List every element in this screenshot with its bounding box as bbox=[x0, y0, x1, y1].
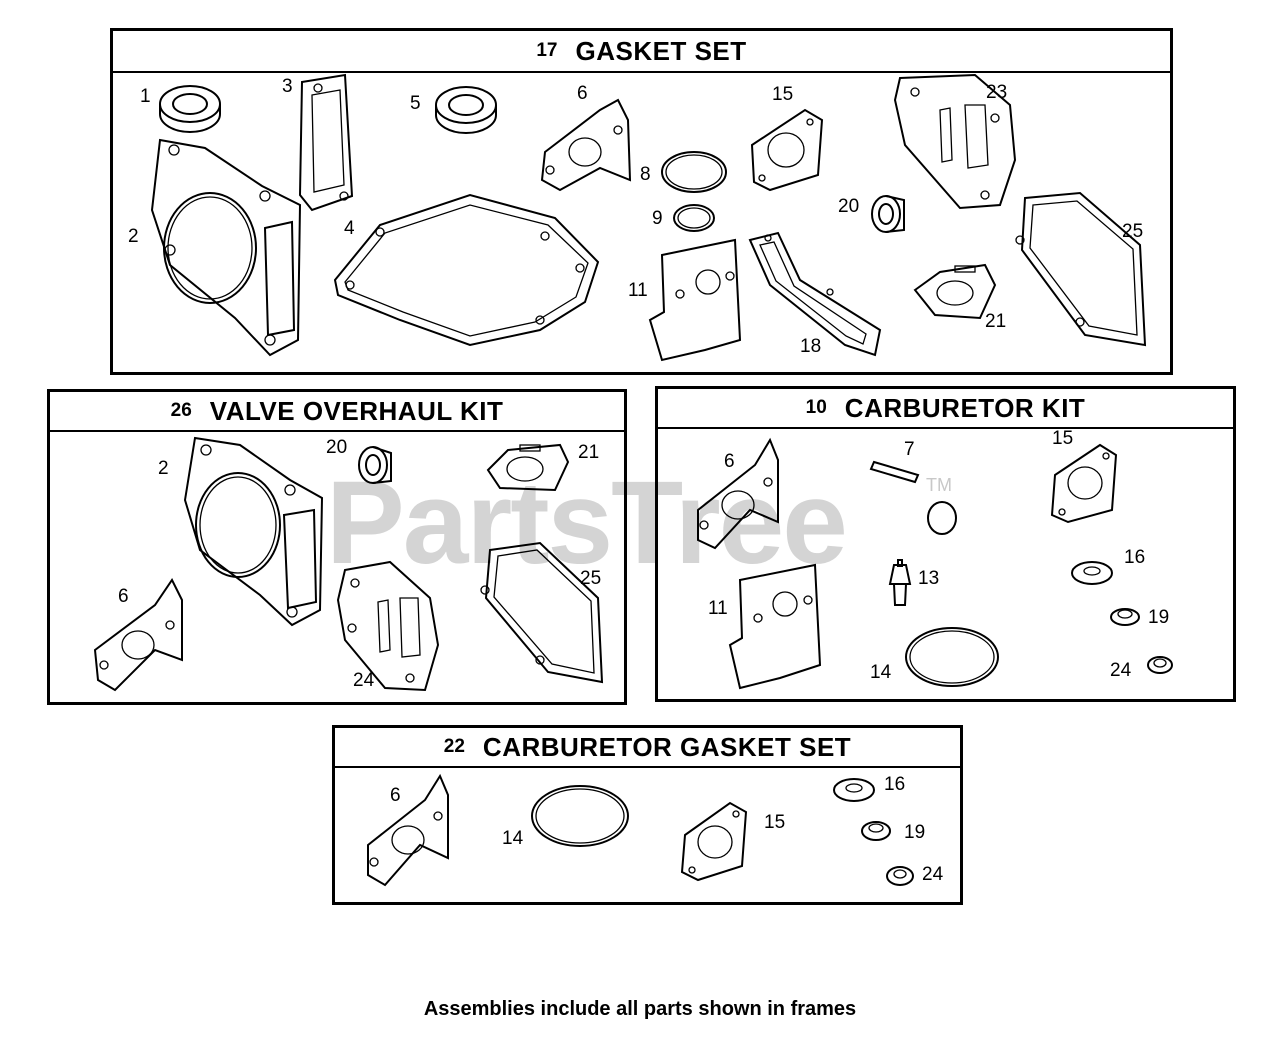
part-24-washer-drawing bbox=[1147, 656, 1173, 674]
watermark: PartsTree bbox=[326, 457, 848, 589]
callout-2: 2 bbox=[128, 226, 139, 247]
part-24-washer-drawing bbox=[886, 866, 914, 886]
callout-4: 4 bbox=[344, 218, 355, 239]
part-6-intake-gasket-drawing bbox=[367, 773, 449, 887]
kit-title: VALVE OVERHAUL KIT bbox=[209, 395, 504, 426]
callout-8: 8 bbox=[640, 164, 651, 185]
part-21-spacer-gasket-drawing bbox=[486, 443, 570, 492]
trademark-mark: TM bbox=[926, 475, 952, 495]
callout-13: 13 bbox=[918, 568, 939, 589]
callout-1: 1 bbox=[140, 86, 151, 107]
part-19-washer-drawing bbox=[861, 821, 891, 841]
callout-24: 24 bbox=[922, 864, 944, 885]
kit-header: 10 CARBURETOR KIT bbox=[658, 389, 1233, 429]
kit-number: 17 bbox=[536, 40, 558, 61]
callout-18: 18 bbox=[800, 336, 821, 357]
callout-24: 24 bbox=[353, 670, 375, 691]
callout-25: 25 bbox=[580, 568, 601, 589]
callout-15: 15 bbox=[764, 812, 785, 833]
kit-title: CARBURETOR KIT bbox=[844, 392, 1086, 423]
part-14-float-bowl-o-ring-drawing bbox=[905, 627, 999, 687]
callout-14: 14 bbox=[502, 828, 524, 849]
callout-20: 20 bbox=[838, 196, 859, 217]
callout-9: 9 bbox=[652, 208, 663, 229]
part-23-breather-cover-gasket-drawing bbox=[893, 73, 1017, 210]
kit-header: 26 VALVE OVERHAUL KIT bbox=[50, 392, 624, 432]
part-14-float-bowl-o-ring-drawing bbox=[531, 785, 629, 847]
part-2-head-gasket-drawing bbox=[150, 138, 302, 357]
part-7-float-pin-drawing bbox=[869, 460, 920, 484]
part-16-washer-drawing bbox=[1071, 561, 1113, 585]
part-6-intake-gasket-drawing bbox=[697, 437, 779, 550]
callout-11: 11 bbox=[708, 598, 728, 619]
part-6-intake-gasket-drawing bbox=[540, 98, 632, 192]
part-11-insulator-drawing bbox=[728, 563, 822, 690]
kit-header: 22 CARBURETOR GASKET SET bbox=[335, 728, 960, 768]
callout-3: 3 bbox=[282, 76, 293, 97]
callout-15: 15 bbox=[1052, 428, 1073, 449]
callout-6: 6 bbox=[390, 785, 401, 806]
part-5-oil-seal-drawing bbox=[435, 86, 497, 134]
kit-number: 26 bbox=[170, 400, 192, 421]
part-9-o-ring-drawing bbox=[673, 204, 715, 232]
callout-6: 6 bbox=[118, 586, 129, 607]
part-21-spacer-gasket-drawing bbox=[913, 263, 997, 320]
callout-19: 19 bbox=[1148, 607, 1169, 628]
part-16-washer-drawing bbox=[833, 778, 875, 802]
part-15-carburetor-gasket-drawing bbox=[750, 108, 824, 192]
part-4-crankcase-gasket-drawing bbox=[333, 193, 600, 347]
part-11-insulator-drawing bbox=[648, 238, 742, 362]
callout-21: 21 bbox=[578, 442, 599, 463]
part-2-head-gasket-drawing bbox=[183, 436, 324, 627]
callout-6: 6 bbox=[724, 451, 735, 472]
callout-16: 16 bbox=[1124, 547, 1145, 568]
kit-frame-valve-overhaul-kit: 26 VALVE OVERHAUL KIT bbox=[47, 389, 627, 705]
callout-23: 23 bbox=[986, 82, 1007, 103]
kit-header: 17 GASKET SET bbox=[113, 31, 1170, 73]
callout-15: 15 bbox=[772, 84, 793, 105]
part-8-o-ring-drawing bbox=[661, 151, 727, 193]
part-13-inlet-needle-drawing bbox=[888, 559, 912, 606]
callout-25: 25 bbox=[1122, 221, 1143, 242]
part-15-carburetor-gasket-drawing bbox=[1050, 443, 1118, 524]
part-6-intake-gasket-drawing bbox=[93, 578, 183, 692]
kit-title: GASKET SET bbox=[575, 35, 747, 66]
kit-frame-carburetor-kit: 10 CARBURETOR KIT bbox=[655, 386, 1236, 702]
callout-7: 7 bbox=[904, 439, 915, 460]
part-24-breather-gasket-drawing bbox=[336, 560, 440, 692]
part-20-valve-seal-drawing bbox=[871, 195, 905, 233]
part-25-valve-cover-gasket-drawing bbox=[1015, 191, 1147, 347]
footer-note: Assemblies include all parts shown in fr… bbox=[423, 998, 857, 1020]
part-7-welch-plug-drawing bbox=[927, 501, 957, 535]
kit-frame-gasket-set: 17 GASKET SET bbox=[110, 28, 1173, 375]
kit-frame-carburetor-gasket-set: 22 CARBURETOR GASKET SET bbox=[332, 725, 963, 905]
callout-24: 24 bbox=[1110, 660, 1132, 681]
part-1-oil-seal-drawing bbox=[159, 85, 221, 133]
part-25-valve-cover-gasket-drawing bbox=[480, 541, 604, 684]
part-20-valve-seal-drawing bbox=[358, 446, 392, 484]
callout-6: 6 bbox=[577, 83, 588, 104]
callout-11: 11 bbox=[628, 280, 648, 301]
callout-20: 20 bbox=[326, 437, 347, 458]
kit-title: CARBURETOR GASKET SET bbox=[482, 731, 852, 762]
part-15-carburetor-gasket-drawing bbox=[680, 801, 748, 882]
part-18-breather-gasket-drawing bbox=[748, 231, 882, 357]
kit-number: 22 bbox=[443, 736, 465, 757]
kit-number: 10 bbox=[805, 397, 827, 418]
part-19-washer-drawing bbox=[1110, 608, 1140, 626]
callout-19: 19 bbox=[904, 822, 925, 843]
callout-2: 2 bbox=[158, 458, 169, 479]
callout-14: 14 bbox=[870, 662, 892, 683]
callout-21: 21 bbox=[985, 311, 1006, 332]
callout-5: 5 bbox=[410, 93, 421, 114]
part-3-rocker-cover-gasket-drawing bbox=[298, 73, 354, 212]
callout-16: 16 bbox=[884, 774, 905, 795]
